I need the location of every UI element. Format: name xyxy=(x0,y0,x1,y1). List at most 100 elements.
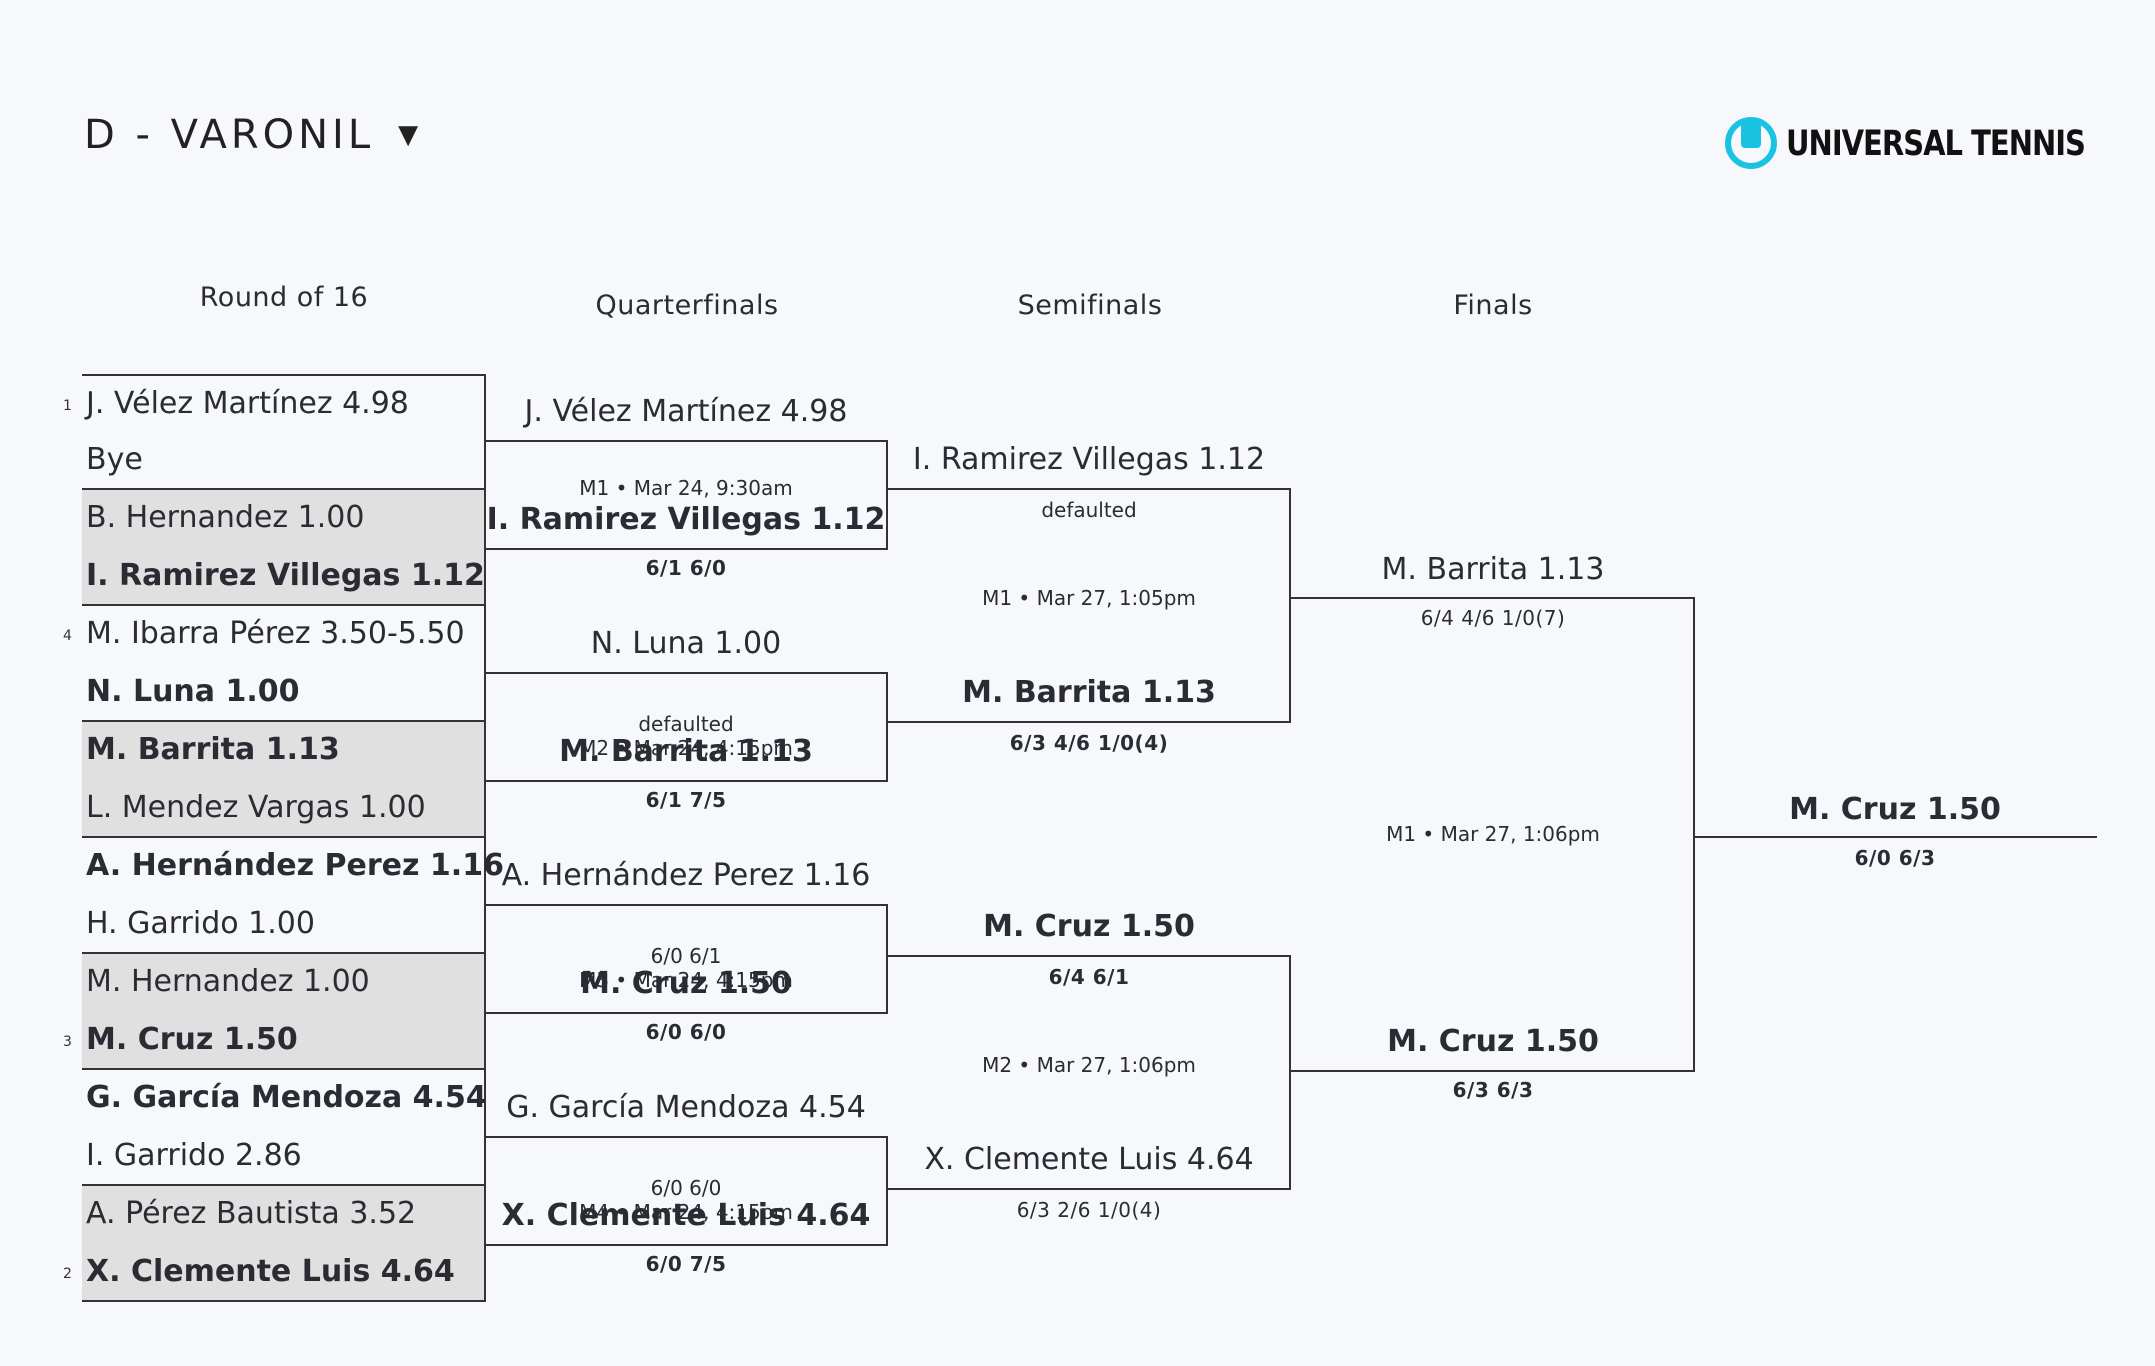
sf-connector xyxy=(1289,955,1291,1190)
r16-player-name: J. Vélez Martínez 4.98 xyxy=(86,386,409,421)
r16-player-row[interactable]: I. Garrido 2.86 xyxy=(82,1128,486,1186)
qf-bottom-line xyxy=(484,1012,888,1014)
qf-bottom-player[interactable]: M. Cruz 1.50 xyxy=(580,966,792,1001)
sf-top-note: defaulted xyxy=(1041,498,1137,522)
qf-connector xyxy=(886,672,888,782)
r16-player-row[interactable]: G. García Mendoza 4.54 xyxy=(82,1070,487,1128)
r16-player-row[interactable]: Bye xyxy=(82,432,486,490)
qf-match-info: M4 • Mar 24, 4:15pm xyxy=(579,1200,793,1224)
round-header-sf: Semifinals xyxy=(1017,290,1163,321)
sf-connector xyxy=(1289,488,1291,723)
r16-player-row[interactable]: N. Luna 1.00 xyxy=(82,664,486,722)
r16-player-name: M. Hernandez 1.00 xyxy=(86,964,370,999)
round-header-r16: Round of 16 xyxy=(199,282,369,313)
final-bottom-score: 6/3 6/3 xyxy=(1452,1078,1534,1102)
r16-player-row[interactable]: A. Pérez Bautista 3.52 xyxy=(82,1186,486,1244)
round-header-qf: Quarterfinals xyxy=(595,290,779,321)
qf-bottom-player[interactable]: X. Clemente Luis 4.64 xyxy=(501,1198,871,1233)
r16-player-row[interactable]: 1 J. Vélez Martínez 4.98 xyxy=(63,374,486,432)
final-top-line xyxy=(1291,597,1695,599)
r16-player-row[interactable]: H. Garrido 1.00 xyxy=(82,896,486,954)
sf-bottom-player[interactable]: M. Barrita 1.13 xyxy=(962,675,1216,710)
qf-bottom-player[interactable]: I. Ramirez Villegas 1.12 xyxy=(486,502,886,537)
qf-top-line xyxy=(484,440,888,442)
qf-note: 6/0 6/1 xyxy=(650,944,722,968)
round-header-final: Finals xyxy=(1453,290,1533,321)
final-bottom-line xyxy=(1291,1070,1695,1072)
r16-player-row[interactable]: M. Hernandez 1.00 xyxy=(82,954,486,1012)
r16-player-name: M. Barrita 1.13 xyxy=(86,732,340,767)
r16-player-row[interactable]: L. Mendez Vargas 1.00 xyxy=(82,780,486,838)
qf-note: 6/0 6/0 xyxy=(650,1176,722,1200)
seed-number: 2 xyxy=(63,1266,72,1282)
sf-bottom-line xyxy=(887,721,1291,723)
qf-bottom-line xyxy=(484,548,888,550)
qf-connector xyxy=(886,1136,888,1246)
r16-player-name: M. Cruz 1.50 xyxy=(86,1022,298,1057)
sf-score: 6/3 2/6 1/0(4) xyxy=(1016,1198,1162,1222)
final-match-info: M1 • Mar 27, 1:06pm xyxy=(1386,822,1600,846)
sf-top-line xyxy=(887,955,1291,957)
qf-score: 6/1 6/0 xyxy=(645,556,727,580)
final-top-score: 6/4 4/6 1/0(7) xyxy=(1420,606,1566,630)
universal-tennis-logo: UNIVERSAL TENNIS xyxy=(1724,116,2086,170)
sf-score: 6/3 4/6 1/0(4) xyxy=(1009,731,1169,755)
r16-player-name: I. Garrido 2.86 xyxy=(86,1138,302,1173)
r16-player-name: A. Hernández Perez 1.16 xyxy=(86,848,504,883)
r16-player-name: I. Ramirez Villegas 1.12 xyxy=(86,558,485,593)
r16-player-row[interactable]: M. Barrita 1.13 xyxy=(82,722,486,780)
division-title: D - VARONIL xyxy=(84,112,375,158)
qf-score: 6/0 6/0 xyxy=(645,1020,727,1044)
r16-player-name: A. Pérez Bautista 3.52 xyxy=(86,1196,417,1231)
qf-top-player[interactable]: A. Hernández Perez 1.16 xyxy=(501,858,871,893)
r16-player-name: L. Mendez Vargas 1.00 xyxy=(86,790,426,825)
qf-bottom-line xyxy=(484,780,888,782)
seed-number: 1 xyxy=(63,398,72,414)
r16-player-name: B. Hernandez 1.00 xyxy=(86,500,365,535)
qf-connector xyxy=(886,904,888,1014)
r16-player-row[interactable]: A. Hernández Perez 1.16 xyxy=(82,838,504,896)
sf-top-line xyxy=(887,488,1291,490)
final-bottom-player[interactable]: M. Cruz 1.50 xyxy=(1387,1024,1599,1059)
qf-top-player[interactable]: G. García Mendoza 4.54 xyxy=(506,1090,866,1125)
r16-player-row[interactable]: B. Hernandez 1.00 xyxy=(82,490,486,548)
sf-match-info: M1 • Mar 27, 1:05pm xyxy=(982,586,1196,610)
qf-match-info: M1 • Mar 24, 9:30am xyxy=(579,476,793,500)
champion-line xyxy=(1695,836,2097,838)
qf-top-player[interactable]: J. Vélez Martínez 4.98 xyxy=(524,394,848,429)
r16-player-row[interactable]: 2 X. Clemente Luis 4.64 xyxy=(63,1244,486,1302)
qf-match-info: M2 • Mar 24, 4:15pm xyxy=(579,736,793,760)
sf-top-player[interactable]: M. Cruz 1.50 xyxy=(983,909,1195,944)
logo-icon xyxy=(1725,117,1777,169)
qf-score: 6/1 7/5 xyxy=(645,788,727,812)
r16-player-name: M. Ibarra Pérez 3.50-5.50 xyxy=(86,616,465,651)
r16-player-name: Bye xyxy=(86,442,143,477)
r16-player-row[interactable]: 4 M. Ibarra Pérez 3.50-5.50 xyxy=(63,606,486,664)
sf-top-player[interactable]: I. Ramirez Villegas 1.12 xyxy=(912,442,1266,477)
final-connector xyxy=(1693,597,1695,1072)
qf-match-info: M3 • Mar 24, 4:15pm xyxy=(579,968,793,992)
r16-player-row[interactable]: I. Ramirez Villegas 1.12 xyxy=(82,548,486,606)
sf-bottom-player[interactable]: X. Clemente Luis 4.64 xyxy=(924,1142,1254,1177)
qf-connector xyxy=(886,440,888,550)
champion-score: 6/0 6/3 xyxy=(1854,846,1936,870)
logo-text: UNIVERSAL TENNIS xyxy=(1786,122,2086,164)
sf-bottom-line xyxy=(887,1188,1291,1190)
r16-player-name: N. Luna 1.00 xyxy=(86,674,300,709)
sf-match-info: M2 • Mar 27, 1:06pm xyxy=(982,1053,1196,1077)
seed-number: 4 xyxy=(63,628,72,644)
champion-name[interactable]: M. Cruz 1.50 xyxy=(1789,792,2001,827)
qf-score: 6/0 7/5 xyxy=(645,1252,727,1276)
qf-note: defaulted xyxy=(638,712,734,736)
qf-bottom-line xyxy=(484,1244,888,1246)
sf-top-note: 6/4 6/1 xyxy=(1048,965,1130,989)
qf-bottom-player[interactable]: M. Barrita 1.13 xyxy=(559,734,813,769)
final-top-player[interactable]: M. Barrita 1.13 xyxy=(1381,552,1605,587)
caret-down-icon: ▼ xyxy=(398,120,423,150)
qf-top-player[interactable]: N. Luna 1.00 xyxy=(590,626,782,661)
qf-top-line xyxy=(484,672,888,674)
qf-top-line xyxy=(484,1136,888,1138)
r16-player-name: X. Clemente Luis 4.64 xyxy=(86,1254,455,1289)
division-dropdown[interactable]: D - VARONIL ▼ xyxy=(84,112,422,158)
